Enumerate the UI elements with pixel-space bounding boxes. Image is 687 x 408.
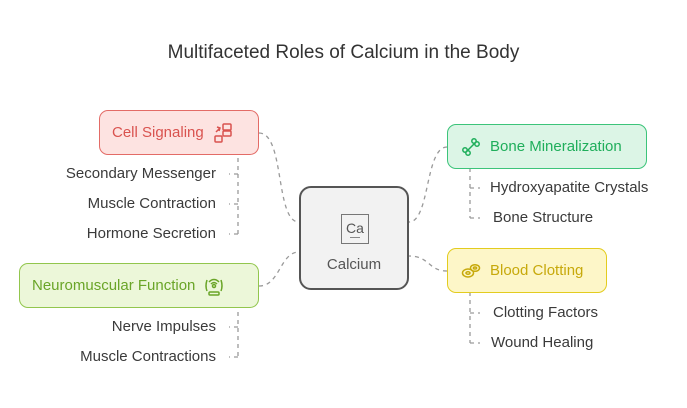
element-underline [350, 237, 360, 238]
connector-bone [408, 146, 448, 223]
branch-cell-signaling: Cell Signaling [99, 110, 259, 155]
branch-neuromuscular-function: Neuromuscular Function [19, 263, 259, 308]
branch-bone-mineralization: Bone Mineralization [447, 124, 647, 169]
element-symbol: Ca [341, 214, 369, 244]
connector-cell-signaling [258, 132, 300, 223]
item-hormone-secretion: Hormone Secretion [86, 225, 216, 242]
element-symbol-text: Ca [346, 220, 364, 236]
item-secondary-messenger: Secondary Messenger [65, 165, 216, 182]
connector-neuromuscular [258, 251, 300, 287]
branch-label: Bone Mineralization [490, 138, 622, 155]
diagram-title: Multifaceted Roles of Calcium in the Bod… [167, 42, 520, 63]
bone-icon [460, 136, 482, 158]
branch-label: Neuromuscular Function [32, 277, 196, 294]
branch-label: Blood Clotting [490, 262, 584, 279]
item-muscle-contractions: Muscle Contractions [80, 348, 216, 365]
item-nerve-impulses: Nerve Impulses [111, 318, 216, 335]
item-wound-healing: Wound Healing [491, 334, 594, 351]
item-hydroxyapatite-crystals: Hydroxyapatite Crystals [490, 179, 649, 196]
item-clotting-factors: Clotting Factors [493, 304, 599, 321]
center-label: Calcium [326, 256, 382, 273]
item-bone-structure: Bone Structure [493, 209, 594, 226]
connector-blood [408, 255, 448, 272]
blood-cells-icon [460, 260, 482, 282]
neuromuscular-icon [203, 275, 225, 297]
branch-label: Cell Signaling [112, 124, 204, 141]
cell-signaling-icon [212, 122, 234, 144]
item-muscle-contraction: Muscle Contraction [87, 195, 216, 212]
center-node-calcium: Ca Calcium [299, 186, 409, 290]
branch-blood-clotting: Blood Clotting [447, 248, 607, 293]
